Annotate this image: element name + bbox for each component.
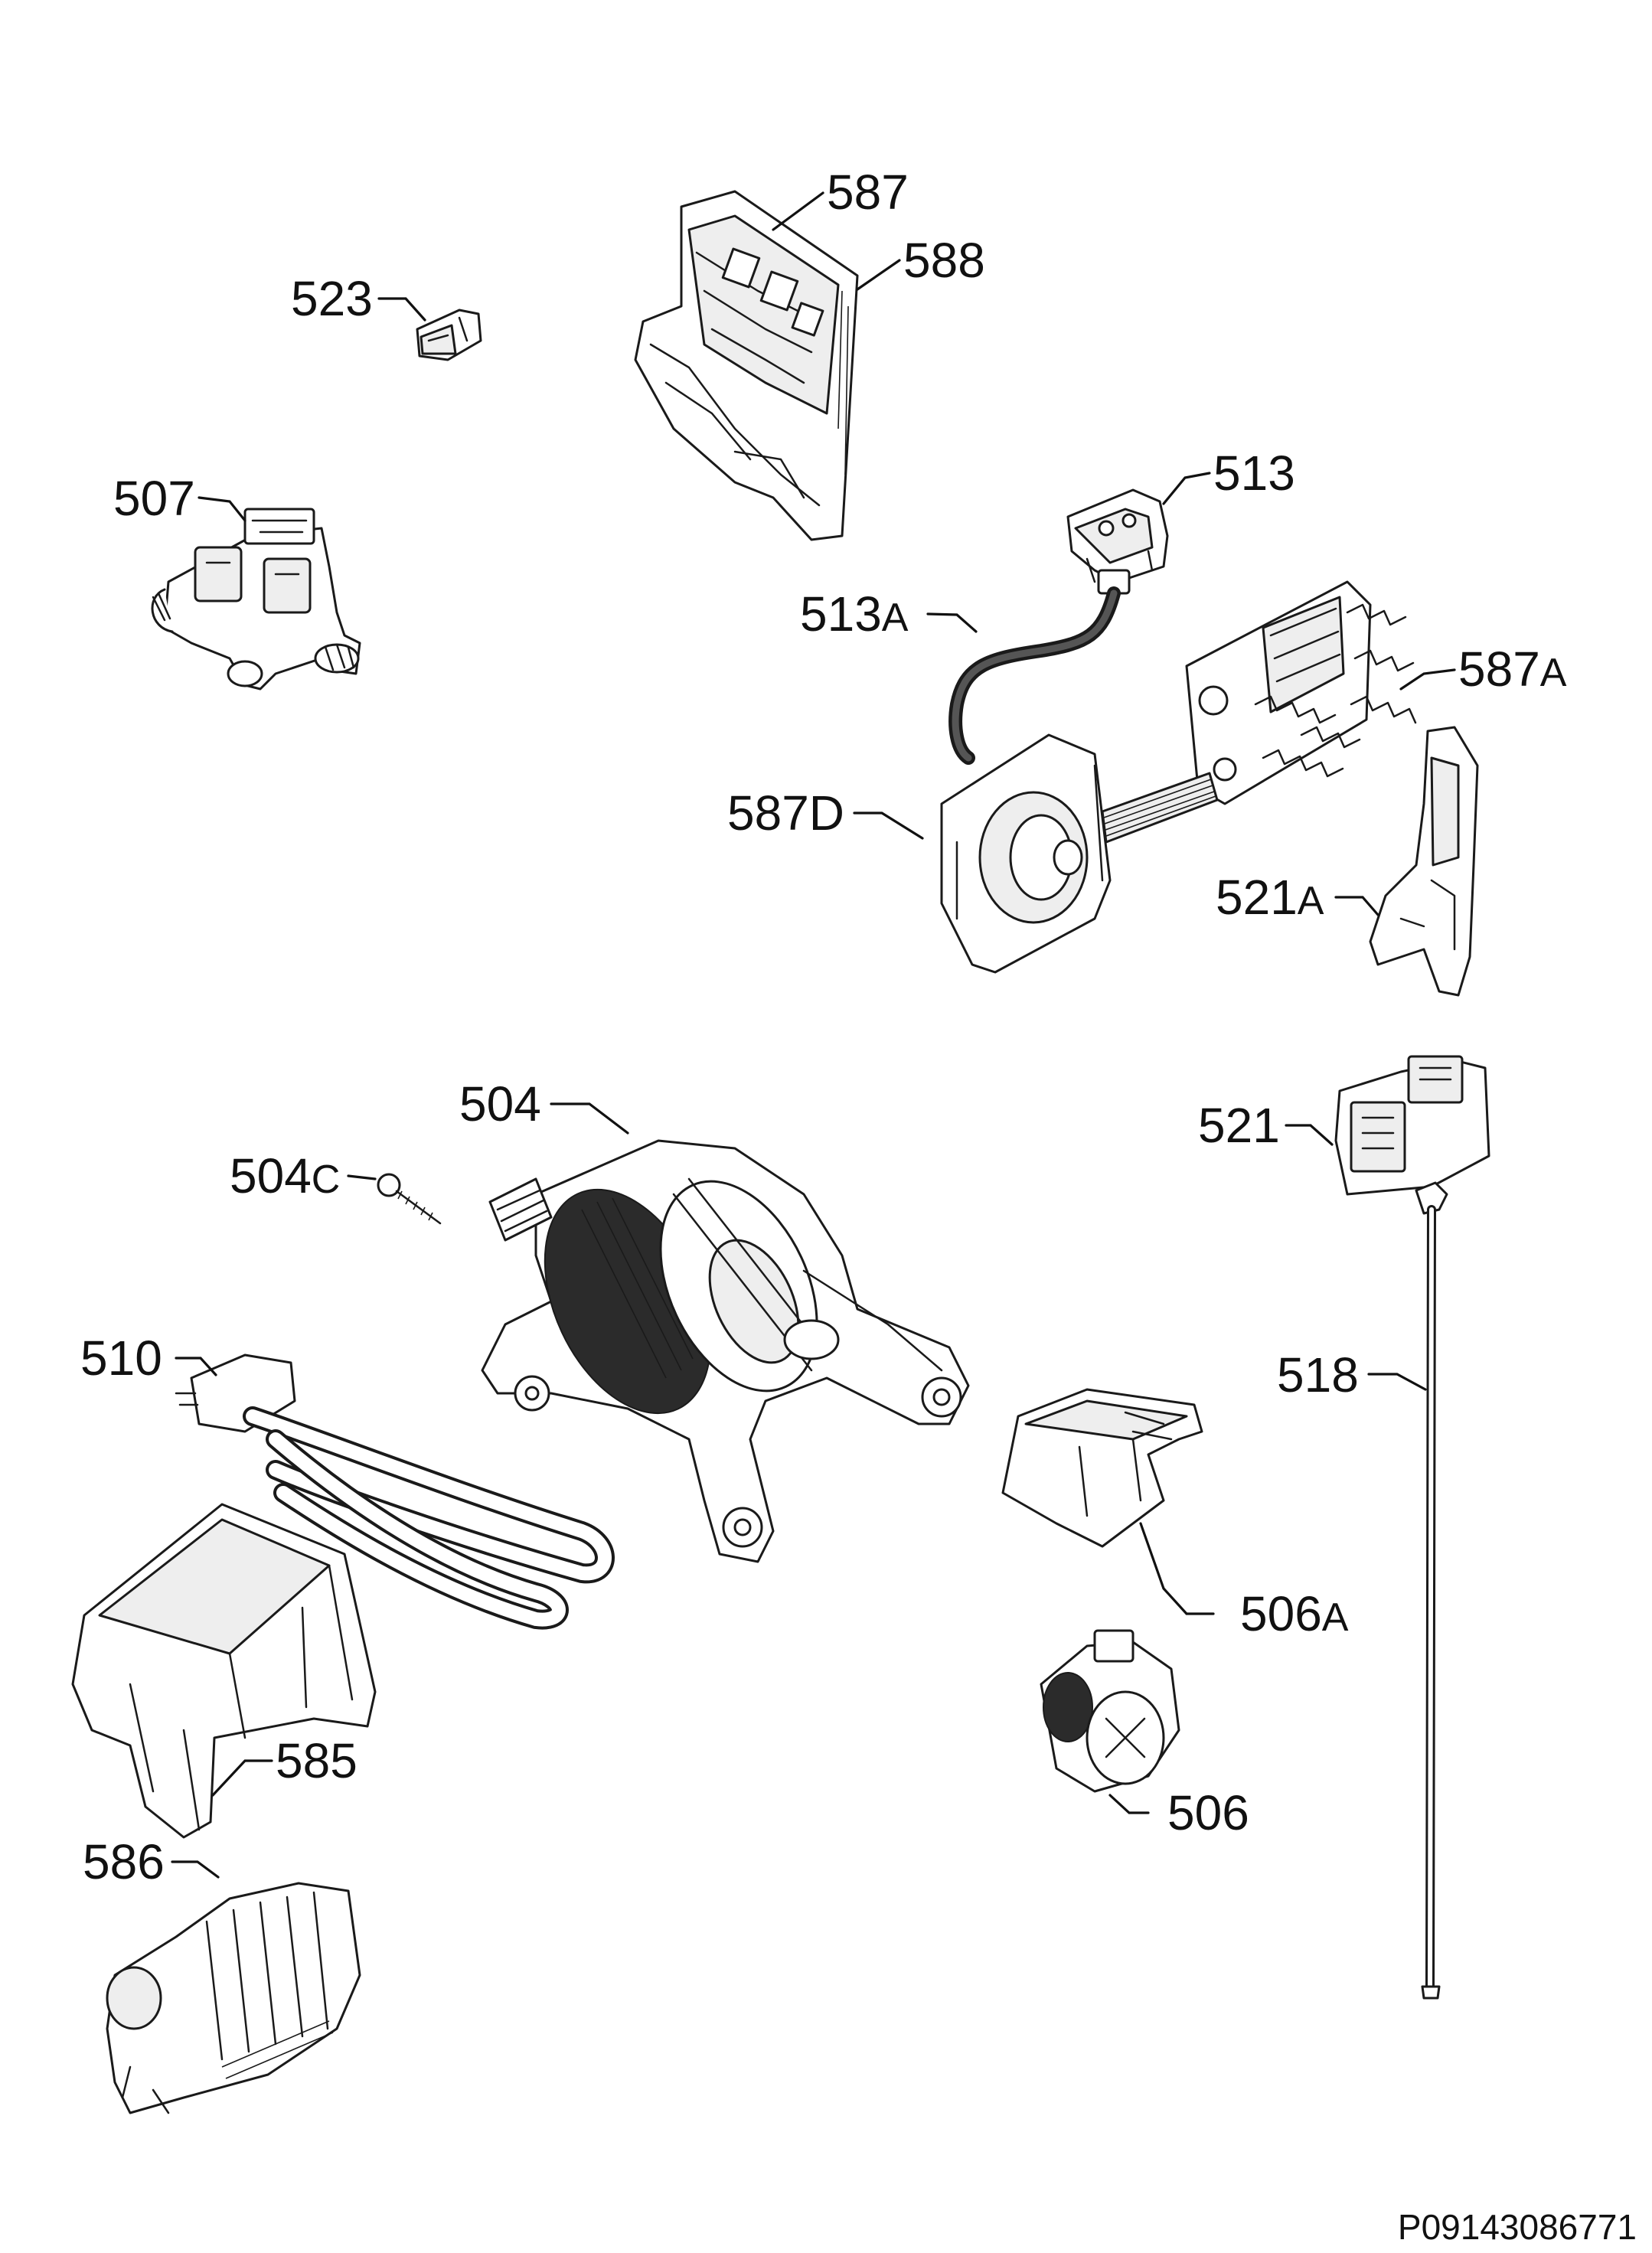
pressure-hose-513a bbox=[948, 586, 1121, 765]
door-lock-521 bbox=[1334, 1055, 1490, 1196]
callout-506: 506 bbox=[1167, 1785, 1249, 1840]
inlet-valve-507 bbox=[151, 508, 361, 691]
cable-518 bbox=[1415, 1181, 1448, 2000]
callout-521: 521 bbox=[1198, 1098, 1280, 1153]
callout-587d: 587D bbox=[727, 785, 844, 841]
callout-521a: 521A bbox=[1216, 870, 1324, 925]
pump-cover-506a bbox=[1001, 1388, 1203, 1548]
drawing-code: P09143086771 bbox=[1398, 2207, 1637, 2247]
sensor-module-587d bbox=[940, 733, 1219, 974]
callout-513: 513 bbox=[1213, 446, 1295, 501]
control-board-housing-587-588 bbox=[634, 190, 859, 541]
callout-504c: 504C bbox=[230, 1148, 340, 1203]
callout-labels: 587 588 523 507 513 513A 587A 587D 521A … bbox=[80, 165, 1567, 1889]
callout-510: 510 bbox=[80, 1331, 162, 1386]
electronic-board-587a bbox=[1185, 580, 1417, 805]
filter-586 bbox=[106, 1882, 361, 2114]
spring-contacts bbox=[1254, 603, 1417, 778]
callout-523: 523 bbox=[291, 271, 373, 326]
drain-pump-506 bbox=[1040, 1629, 1180, 1793]
callout-587: 587 bbox=[827, 165, 909, 220]
cover-585 bbox=[71, 1503, 377, 1839]
heating-element-510 bbox=[175, 1353, 615, 1630]
callout-513a: 513A bbox=[800, 586, 909, 642]
callout-586: 586 bbox=[83, 1834, 165, 1889]
callout-507: 507 bbox=[113, 471, 195, 526]
callout-587a: 587A bbox=[1458, 642, 1567, 697]
callout-506a: 506A bbox=[1240, 1586, 1349, 1641]
leader-lines bbox=[171, 191, 1456, 1879]
connector-clip-523 bbox=[416, 309, 482, 361]
callout-585: 585 bbox=[276, 1733, 357, 1788]
callout-588: 588 bbox=[903, 233, 985, 288]
motor-504 bbox=[481, 1139, 970, 1563]
pressure-switch-513 bbox=[1066, 488, 1169, 595]
screw-504c bbox=[377, 1173, 442, 1225]
callout-504: 504 bbox=[459, 1076, 541, 1131]
callout-518: 518 bbox=[1277, 1347, 1359, 1402]
door-lock-bracket-521a bbox=[1369, 726, 1479, 997]
